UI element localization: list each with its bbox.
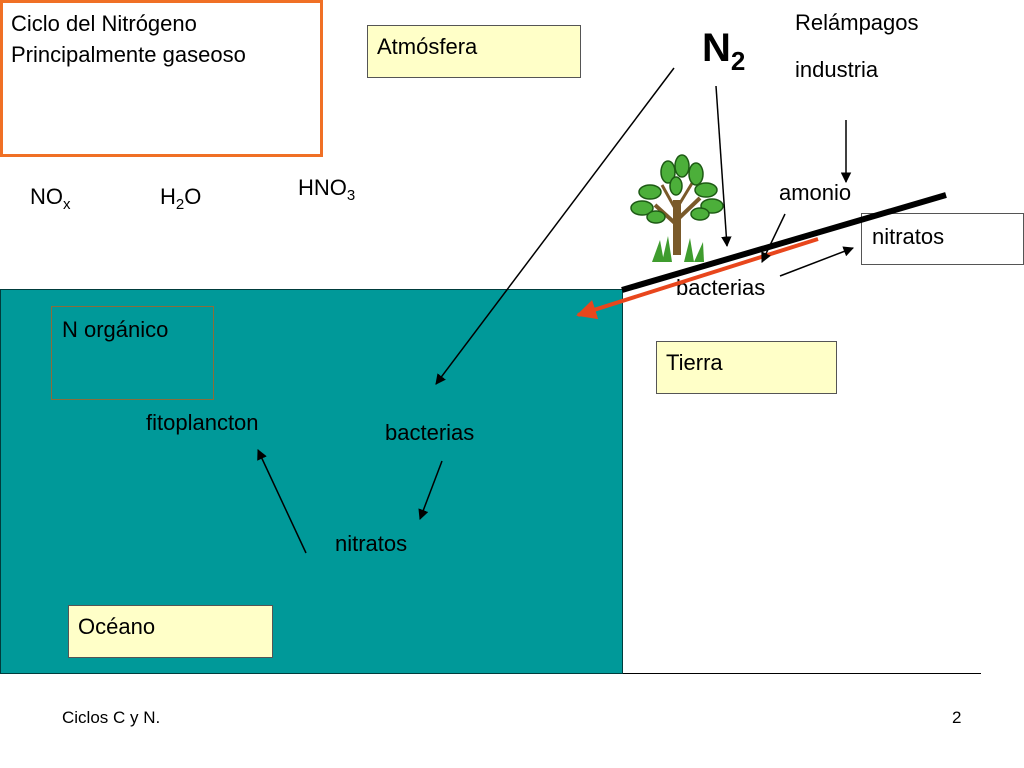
nitratos-land-text: nitratos: [872, 224, 945, 249]
runoff-arrow: [576, 237, 819, 320]
hno3-subscript: 3: [346, 187, 356, 204]
nitratos-ocean-label: nitratos: [335, 531, 408, 556]
atmosphere-label: Atmósfera: [367, 25, 581, 78]
atmosphere-text: Atmósfera: [377, 34, 478, 59]
industria-label: industria: [795, 57, 879, 82]
title-line1: Ciclo del Nitrógeno: [11, 11, 197, 36]
oceano-text: Océano: [78, 614, 156, 639]
tierra-text: Tierra: [666, 350, 723, 375]
ocean-bacteria-arrow: [418, 460, 443, 520]
nox-subscript: x: [63, 196, 71, 213]
bacterias-ocean-label: bacterias: [385, 420, 475, 445]
nox-base: NO: [30, 184, 63, 209]
relampagos-label: Relámpagos: [795, 10, 919, 35]
h2o-post: O: [184, 184, 202, 209]
oceano-label: Océano: [68, 605, 273, 658]
footer-left: Ciclos C y N.: [62, 708, 161, 727]
title-line2: Principalmente gaseoso: [11, 41, 246, 67]
hno3-base: HNO: [298, 175, 347, 200]
h2o-subscript: 2: [175, 196, 185, 213]
h2o-label: H2O: [160, 184, 202, 212]
tree-icon: [630, 154, 724, 262]
hno3-label: HNO3: [298, 175, 355, 203]
n2-base: N: [702, 26, 731, 70]
title-box: Ciclo del Nitrógeno Principalmente gaseo…: [0, 0, 323, 157]
n2-label: N2: [702, 26, 745, 77]
h2o-pre: H: [160, 184, 176, 209]
amonio-arrow: [761, 213, 786, 263]
n2-subscript: 2: [730, 46, 746, 76]
land-slope-line: [621, 192, 947, 293]
fitoplancton-label: fitoplancton: [146, 410, 259, 435]
ground-baseline: [623, 673, 981, 674]
nox-label: NOx: [30, 184, 71, 212]
ocean-nitratos-arrow: [257, 449, 307, 554]
page-number: 2: [952, 708, 962, 727]
bacteria-to-nitratos-arrow: [779, 246, 854, 277]
n2-fixation-arrow: [715, 85, 732, 248]
tierra-label: Tierra: [656, 341, 837, 394]
n-organico-box: N orgánico: [51, 306, 214, 400]
n-organico-text: N orgánico: [62, 317, 169, 342]
amonio-label: amonio: [779, 180, 852, 205]
nitratos-land-box: nitratos: [861, 213, 1024, 265]
n2-to-ocean-arrow: [435, 67, 675, 385]
